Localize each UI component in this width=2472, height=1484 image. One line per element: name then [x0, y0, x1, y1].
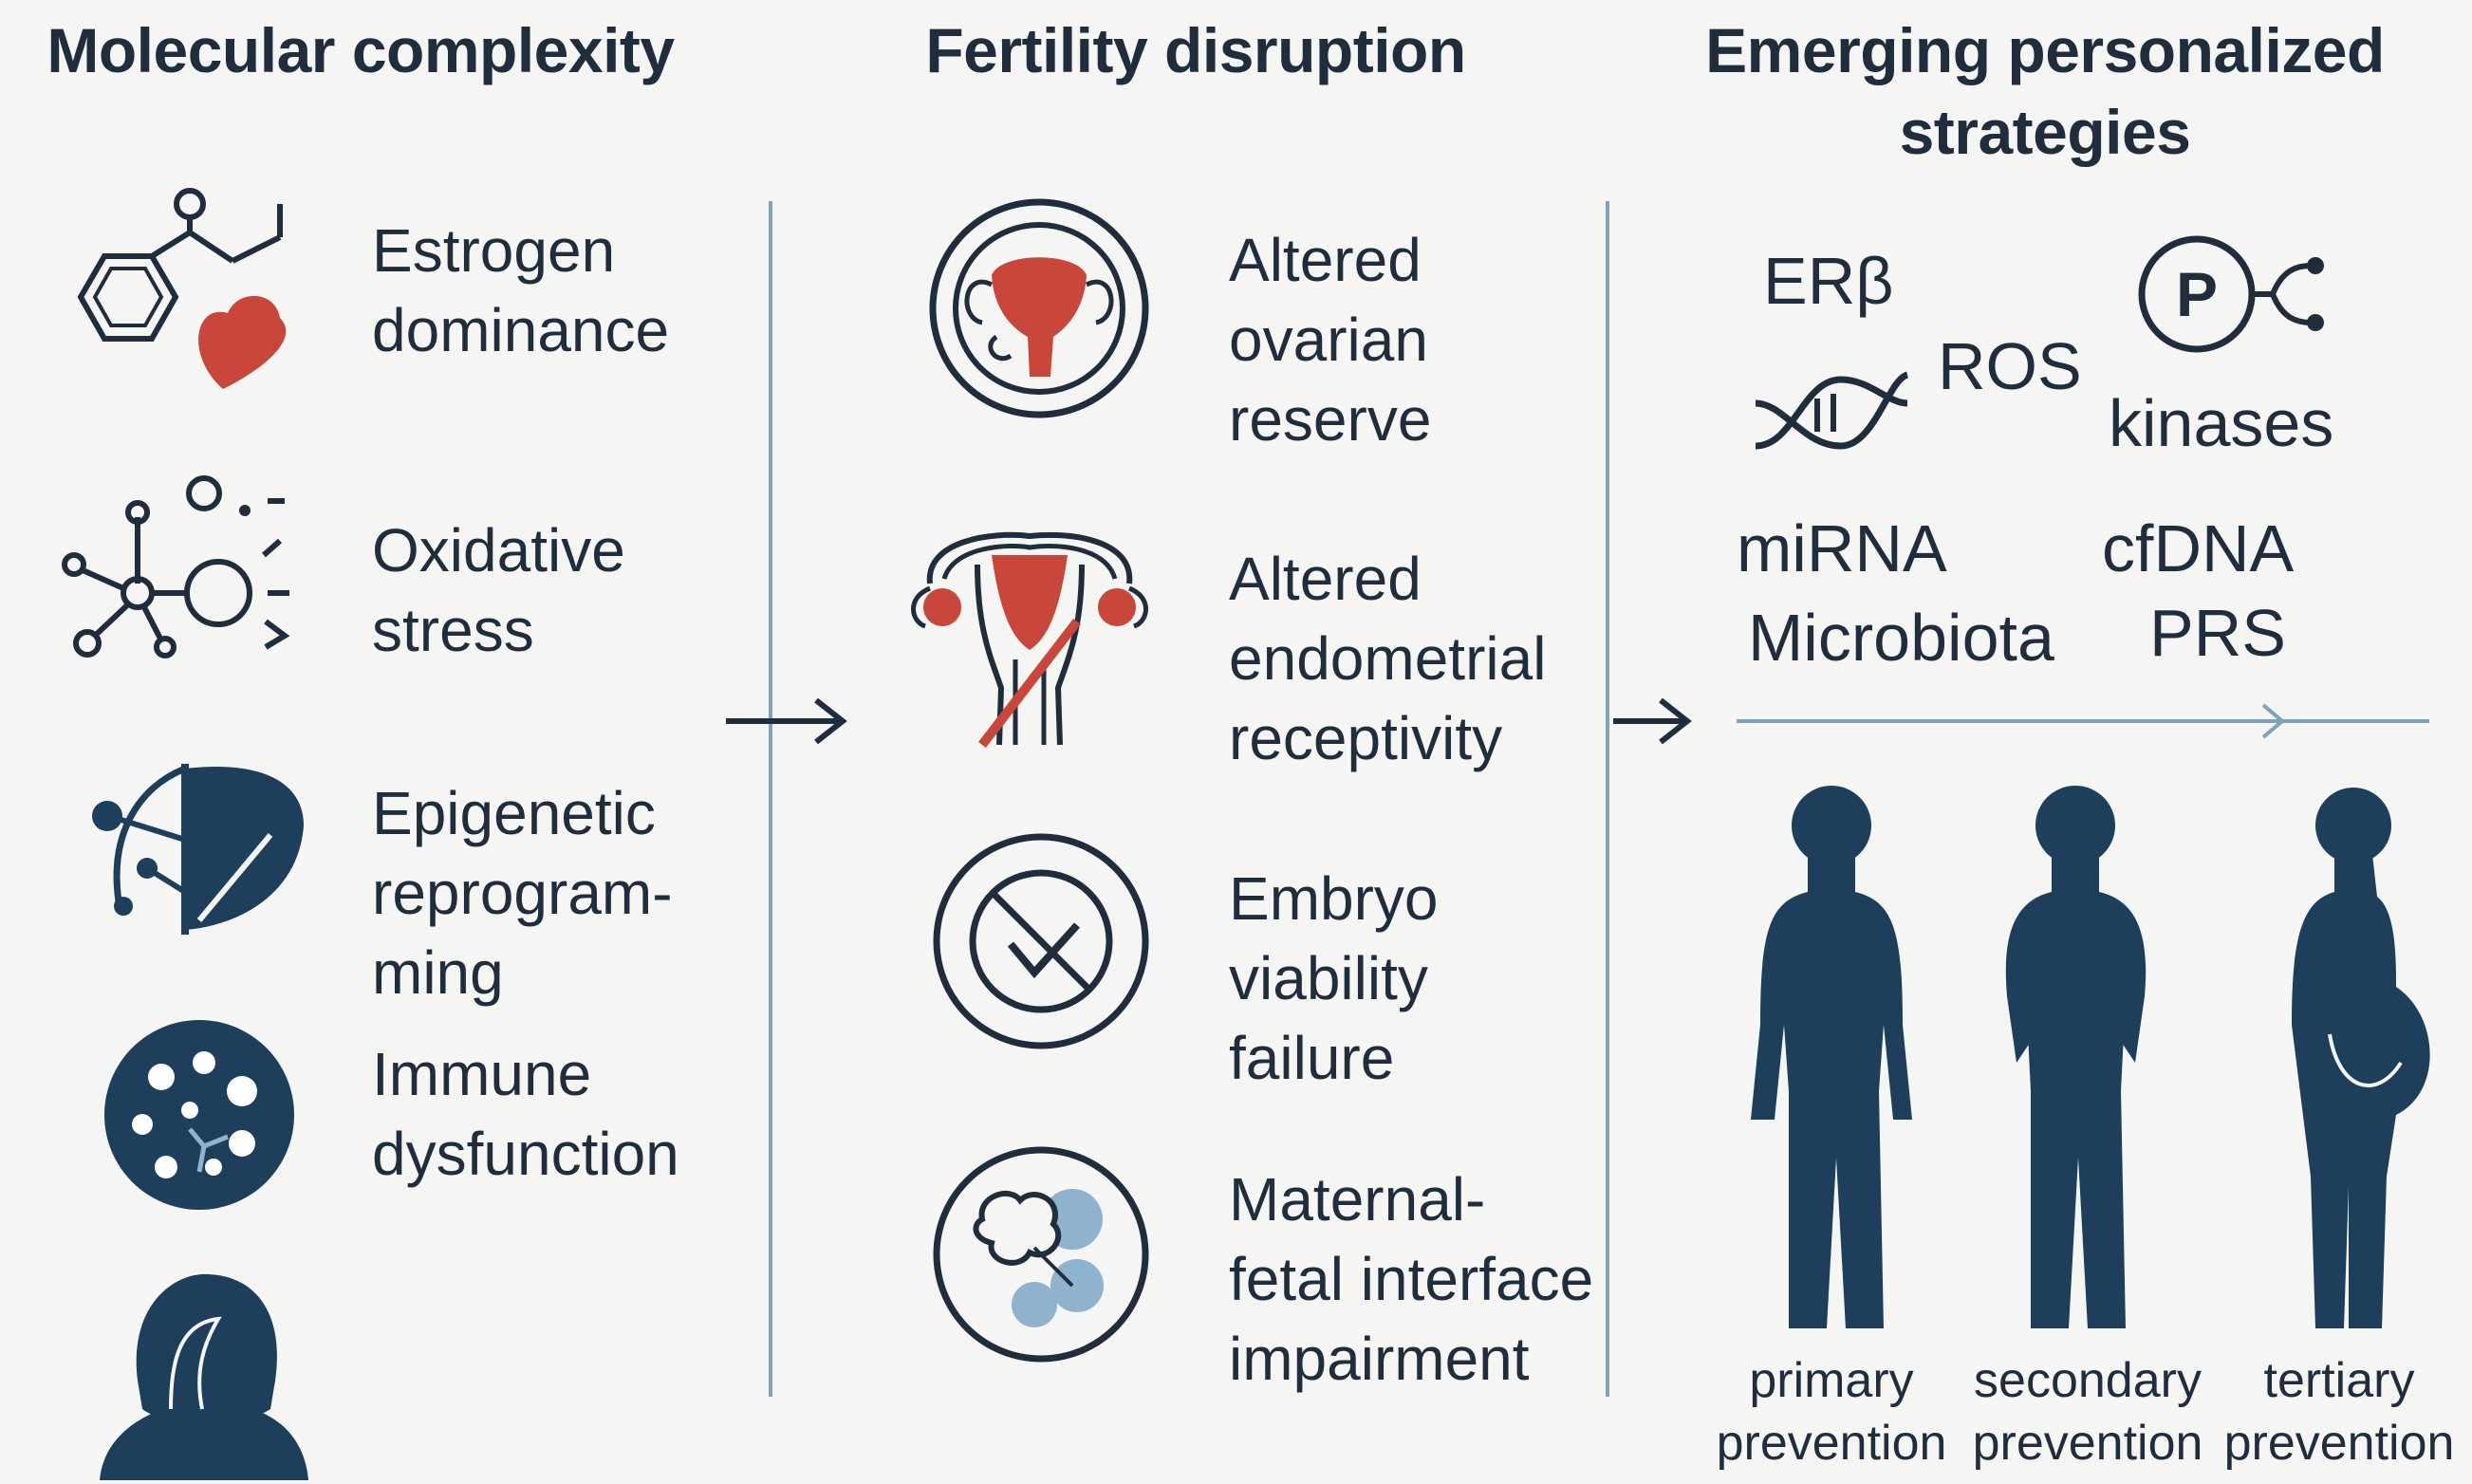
label-line: secondary [1974, 1353, 2202, 1408]
arrow-right-icon [726, 697, 847, 745]
ovary-circle-icon [929, 198, 1149, 418]
label-altered-endometrial-receptivity: Altered endometrial receptivity [1229, 539, 1546, 778]
label-line: Oxidative [372, 516, 625, 584]
label-line: reserve [1229, 385, 1432, 454]
label-line: prevention [1716, 1416, 1947, 1471]
label-altered-ovarian-reserve: Altered ovarian reserve [1229, 220, 1431, 459]
free-radical-icon [62, 475, 290, 659]
label-line: ming [372, 938, 504, 1007]
label-line: Embryo [1229, 864, 1439, 933]
label-tertiary-prevention: tertiary prevention [2211, 1349, 2467, 1475]
header-strategies-line1: Emerging personalized [1705, 15, 2385, 85]
label-embryo-viability-failure: Embryo viability failure [1229, 859, 1439, 1098]
label-immune-dysfunction: Immune dysfunction [372, 1034, 679, 1194]
label-line: Altered [1229, 226, 1422, 294]
placenta-circle-icon [933, 1146, 1149, 1363]
label-epigenetic-reprogramming: Epigenetic reprogram- ming [372, 773, 673, 1012]
woman-hands-on-hips-icon [2005, 786, 2147, 1328]
label-line: dominance [372, 296, 670, 364]
label-line: dysfunction [372, 1120, 679, 1188]
label-line: receptivity [1229, 704, 1503, 772]
label-primary-prevention: primary prevention [1694, 1349, 1969, 1475]
label-line: impairment [1229, 1325, 1530, 1393]
dna-helix-icon [1755, 371, 1909, 450]
molecule-heart-icon [77, 188, 287, 389]
timeline-arrow-icon [1737, 703, 2429, 739]
biomarker-ros: ROS [1938, 329, 2082, 403]
biomarker-mirna: miRNA [1737, 511, 1947, 585]
woman-standing-icon [1751, 786, 1912, 1328]
label-line: Maternal- [1229, 1165, 1486, 1234]
label-line: failure [1229, 1024, 1395, 1092]
header-emerging-strategies: Emerging personalized strategies [1651, 9, 2439, 173]
embryo-no-icon [933, 833, 1149, 1049]
label-line: Estrogen [372, 216, 616, 285]
divider-right [1606, 201, 1609, 1397]
label-line: ovarian [1229, 306, 1428, 374]
label-line: prevention [2223, 1416, 2455, 1471]
biomarker-prs: PRS [2149, 596, 2286, 670]
uterus-icon [911, 531, 1148, 749]
kinase-phosphate-icon: P [2138, 235, 2324, 353]
header-fertility-disruption: Fertility disruption [925, 15, 1466, 85]
biomarker-erb: ERβ [1763, 244, 1894, 318]
svg-text:P: P [2176, 259, 2218, 329]
leaf-network-icon [92, 764, 304, 935]
biomarker-kinases: kinases [2109, 386, 2334, 460]
label-line: primary [1749, 1353, 1914, 1408]
label-line: prevention [1972, 1416, 2203, 1471]
header-molecular-complexity: Molecular complexity [46, 15, 675, 85]
label-line: tertiary [2263, 1353, 2415, 1408]
header-strategies-line2: strategies [1899, 97, 2191, 167]
label-line: endometrial [1229, 624, 1547, 693]
biomarker-microbiota: Microbiota [1748, 601, 2054, 675]
pregnant-woman-icon [2292, 788, 2430, 1328]
label-line: reprogram- [372, 859, 673, 927]
label-line: viability [1229, 944, 1428, 1012]
biomarker-cfdna: cfDNA [2102, 511, 2295, 585]
label-estrogen-dominance: Estrogen dominance [372, 211, 669, 370]
label-line: Epigenetic [372, 779, 656, 847]
label-oxidative-stress: Oxidative stress [372, 510, 625, 670]
label-line: Immune [372, 1040, 592, 1108]
immune-cell-icon [104, 1020, 294, 1210]
label-maternal-fetal-interface: Maternal- fetal interface impairment [1229, 1159, 1593, 1399]
label-line: stress [372, 596, 534, 664]
label-line: Altered [1229, 545, 1422, 613]
label-line: fetal interface [1229, 1245, 1594, 1313]
arrow-right-icon [1613, 697, 1692, 745]
woman-bust-icon [100, 1273, 308, 1480]
label-secondary-prevention: secondary prevention [1950, 1349, 2225, 1475]
divider-left [769, 201, 772, 1397]
